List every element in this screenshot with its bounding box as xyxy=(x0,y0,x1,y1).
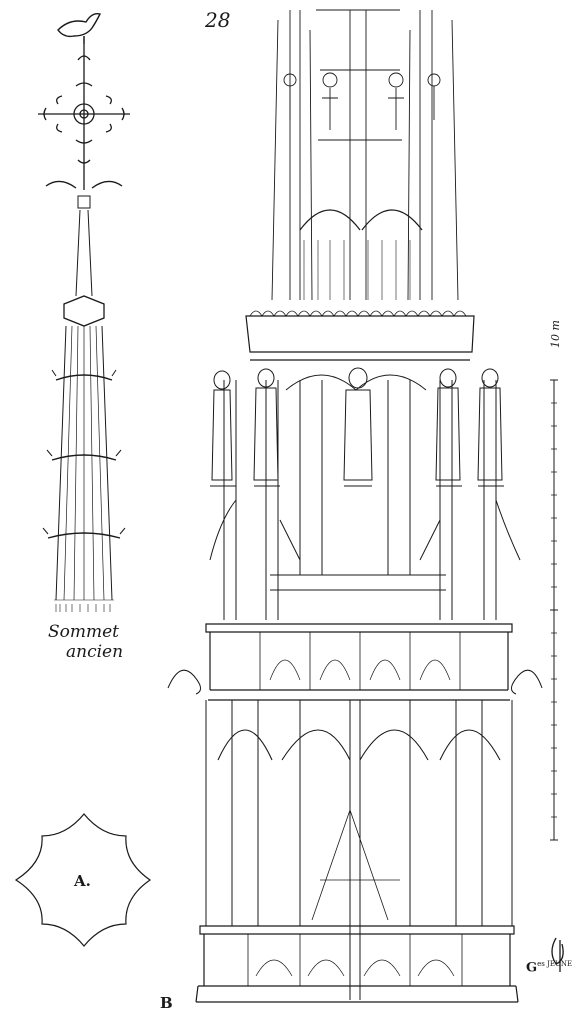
signature-small: es JEUNE xyxy=(537,960,573,968)
scale-bar xyxy=(550,379,558,841)
upper-gallery xyxy=(245,310,475,361)
elevation-label-b: B xyxy=(160,994,173,1012)
weathervane-rooster xyxy=(57,12,102,38)
scale-label: 10 m xyxy=(549,320,562,348)
base-plinth xyxy=(195,925,519,1003)
monogram-mark xyxy=(551,937,564,972)
cross-finial xyxy=(38,44,130,190)
engraver-signature: Ges JEUNE xyxy=(526,960,572,975)
old-spire-shaft xyxy=(42,195,126,612)
upper-pinnacles xyxy=(271,9,459,301)
old-summit-figure xyxy=(38,12,130,612)
plan-a-outline xyxy=(14,813,152,947)
plan-label-a: A. xyxy=(74,872,91,890)
page-number: 28 xyxy=(205,8,231,32)
statues-tier xyxy=(209,367,521,620)
caption-sommet: Sommet xyxy=(48,622,120,642)
signature-main: G xyxy=(526,960,538,976)
caption-ancien: ancien xyxy=(66,642,124,662)
balustrade-band xyxy=(167,623,543,701)
spire-elevation-b xyxy=(167,9,543,1003)
lower-lantern xyxy=(205,700,513,1000)
